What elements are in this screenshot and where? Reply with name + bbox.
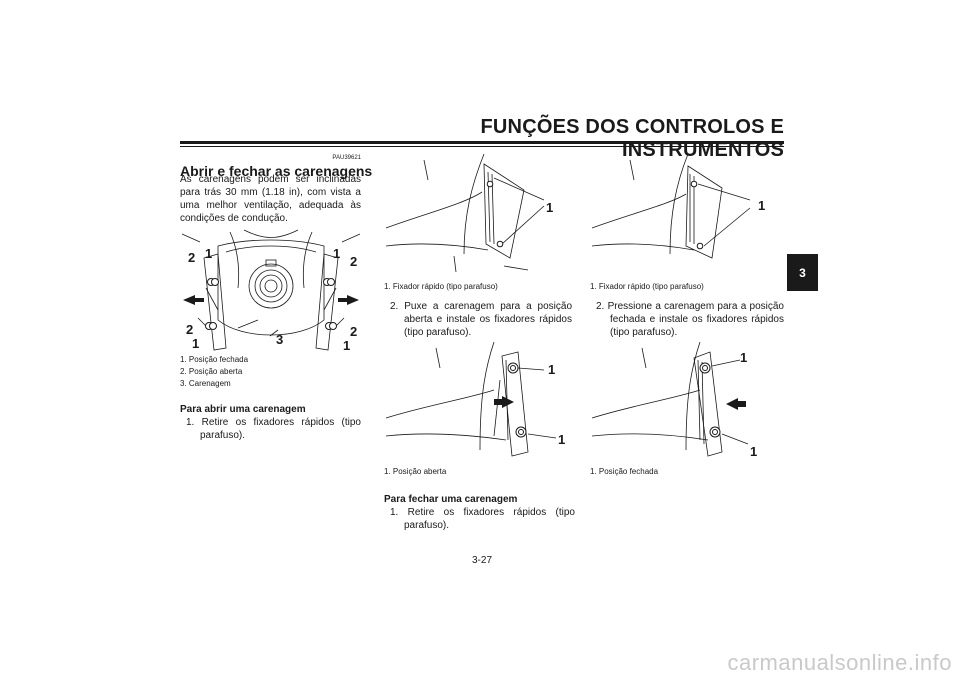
legend-item: 1. Posição fechada — [180, 355, 249, 364]
callout-1: 1 — [758, 198, 765, 213]
open-procedure-heading: Para abrir uma carenagem — [180, 404, 306, 415]
callout-1: 1 — [205, 246, 212, 261]
page-title: FUNÇÕES DOS CONTROLOS E INSTRUMENTOS — [480, 116, 784, 161]
chapter-tab: 3 — [787, 254, 818, 291]
callout-1: 1 — [558, 432, 565, 447]
open-step-1: 1. Retire os fixadores rápidos (tipo par… — [186, 417, 361, 441]
close-procedure-heading: Para fechar uma carenagem — [384, 494, 518, 505]
callout-1: 1 — [333, 246, 340, 261]
close-step-2: 2. Pressione a carenagem para a posição … — [596, 301, 784, 338]
figure-caption: 1. Posição aberta — [384, 467, 447, 476]
callout-2: 2 — [188, 250, 195, 265]
legend-item: 2. Posição aberta — [180, 367, 243, 376]
callout-1: 1 — [750, 444, 757, 459]
legend-item: 3. Carenagem — [180, 379, 231, 388]
arrow-right-icon — [494, 396, 514, 408]
figure-open-fastener: 1 — [385, 153, 553, 273]
arrow-right-icon — [338, 295, 359, 305]
callout-3: 3 — [276, 332, 283, 347]
intro-paragraph: As carenagens podem ser inclinadas para … — [180, 174, 361, 224]
callout-1: 1 — [740, 350, 747, 365]
page-number: 3-27 — [471, 555, 492, 566]
figure-caption: 1. Fixador rápido (tipo parafuso) — [590, 282, 704, 291]
figure-caption: 1. Fixador rápido (tipo parafuso) — [384, 282, 498, 291]
header-rule — [180, 141, 784, 144]
section-code: PAU39621 — [332, 155, 361, 161]
callout-1: 1 — [343, 338, 350, 353]
figure-caption: 1. Posição fechada — [590, 467, 659, 476]
arrow-left-icon — [726, 398, 746, 410]
figure-close-position: 1 1 — [591, 341, 757, 459]
header-rule-thin — [180, 146, 784, 147]
section-heading: Abrir e fechar as carenagens — [180, 163, 373, 179]
callout-1: 1 — [548, 362, 555, 377]
open-step-2: 2. Puxe a carenagem para a posição abert… — [390, 301, 572, 338]
figure-close-fastener: 1 — [591, 153, 765, 259]
callout-2: 2 — [350, 324, 357, 339]
close-step-1: 1. Retire os fixadores rápidos (tipo par… — [390, 507, 575, 531]
callout-2: 2 — [186, 322, 193, 337]
figure-open-position: 1 1 — [385, 341, 565, 457]
arrow-left-icon — [183, 295, 204, 305]
watermark: carmanualsonline.info — [727, 650, 952, 675]
callout-2: 2 — [350, 254, 357, 269]
callout-1: 1 — [192, 336, 199, 351]
callout-1: 1 — [546, 200, 553, 215]
